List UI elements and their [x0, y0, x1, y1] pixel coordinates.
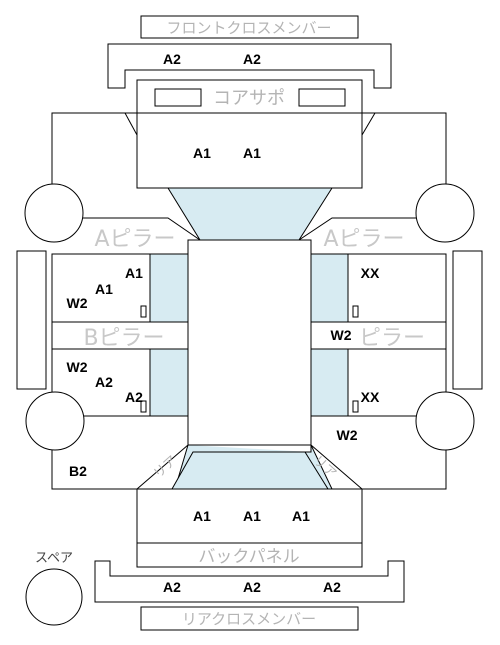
front-left-fender-panel[interactable] — [51, 113, 168, 200]
front-cross-member-label: フロントクロスメンバー — [166, 19, 331, 37]
trunk-code-1: A1 — [193, 508, 211, 524]
a-pillar-right-label: Aピラー — [323, 227, 404, 252]
rear-left-door[interactable] — [51, 348, 151, 417]
front-left-wheel[interactable] — [24, 183, 84, 243]
right-front-fender[interactable] — [361, 112, 376, 136]
right-rear-window[interactable] — [310, 348, 349, 417]
rear-cross-member[interactable] — [94, 560, 405, 603]
front-left-door-code-b: A1 — [95, 281, 113, 297]
front-left-door-code-a: A1 — [125, 265, 143, 281]
right-front-window[interactable] — [310, 253, 349, 323]
body-outline-left — [51, 80, 138, 200]
left-front-fender[interactable] — [124, 112, 138, 136]
rear-cross-code-2: A2 — [243, 579, 261, 595]
rear-cross-member-label: リアクロスメンバー — [182, 610, 316, 628]
rear-left-door-code-a1: A2 — [95, 374, 113, 390]
spare-tire[interactable] — [25, 568, 83, 626]
rear-right-door-code: XX — [361, 389, 380, 405]
b-pillar-left-label: Bピラー — [83, 326, 164, 351]
rear-window-fill[interactable] — [171, 451, 329, 490]
body-outline-right — [361, 80, 447, 200]
rear-right-quarter-code: W2 — [337, 427, 358, 443]
windshield[interactable] — [167, 187, 333, 241]
headlight-left[interactable] — [154, 88, 202, 107]
rear-right-handle[interactable] — [352, 400, 359, 413]
back-panel[interactable] — [136, 542, 363, 568]
back-panel-label: バックパネル — [198, 547, 299, 567]
left-rear-window[interactable] — [149, 348, 189, 417]
roof[interactable] — [187, 239, 312, 464]
rear-right-wheel[interactable] — [415, 391, 475, 451]
trunk-code-2: A1 — [243, 508, 261, 524]
front-right-door-code: XX — [361, 265, 380, 281]
rear-cross-code-3: A2 — [323, 579, 341, 595]
rear-left-door-code-w: W2 — [67, 359, 88, 375]
rear-left-handle[interactable] — [140, 400, 147, 413]
rear-left-wheel[interactable] — [25, 391, 85, 451]
front-right-wheel[interactable] — [415, 183, 475, 243]
left-front-window[interactable] — [149, 253, 189, 323]
front-right-fender-panel[interactable] — [332, 113, 447, 200]
hood-code-right: A1 — [243, 145, 261, 161]
headlight-right[interactable] — [298, 88, 346, 107]
rear-left-quarter-code: B2 — [69, 463, 87, 479]
rear-corner-left[interactable] — [136, 444, 189, 490]
front-cross-code-right: A2 — [243, 51, 261, 67]
front-right-handle[interactable] — [352, 305, 359, 318]
core-support-label: コアサポ — [213, 88, 285, 109]
b-pillar-right-label: ピラー — [359, 326, 425, 351]
rear-left-door-code-a2: A2 — [125, 389, 143, 405]
front-left-door-code-w: W2 — [67, 295, 88, 311]
front-left-handle[interactable] — [140, 305, 147, 318]
a-pillar-left-label: Aピラー — [94, 227, 175, 252]
front-cross-member[interactable] — [107, 43, 392, 89]
right-side-sill[interactable] — [452, 250, 483, 390]
spare-label: スペア — [35, 551, 73, 566]
rear-corner-right[interactable] — [310, 444, 363, 490]
left-side-sill[interactable] — [16, 250, 47, 390]
front-cross-member-box[interactable] — [140, 15, 359, 39]
rear-right-door[interactable] — [347, 348, 447, 417]
right-b-pillar-code: W2 — [331, 327, 352, 343]
trunk-code-3: A1 — [292, 508, 310, 524]
rear-corner-left-label: リア — [151, 453, 180, 482]
rear-cross-member-box[interactable] — [140, 606, 359, 631]
hood-code-left: A1 — [193, 145, 211, 161]
front-cross-code-left: A2 — [163, 51, 181, 67]
rear-cross-code-1: A2 — [163, 579, 181, 595]
